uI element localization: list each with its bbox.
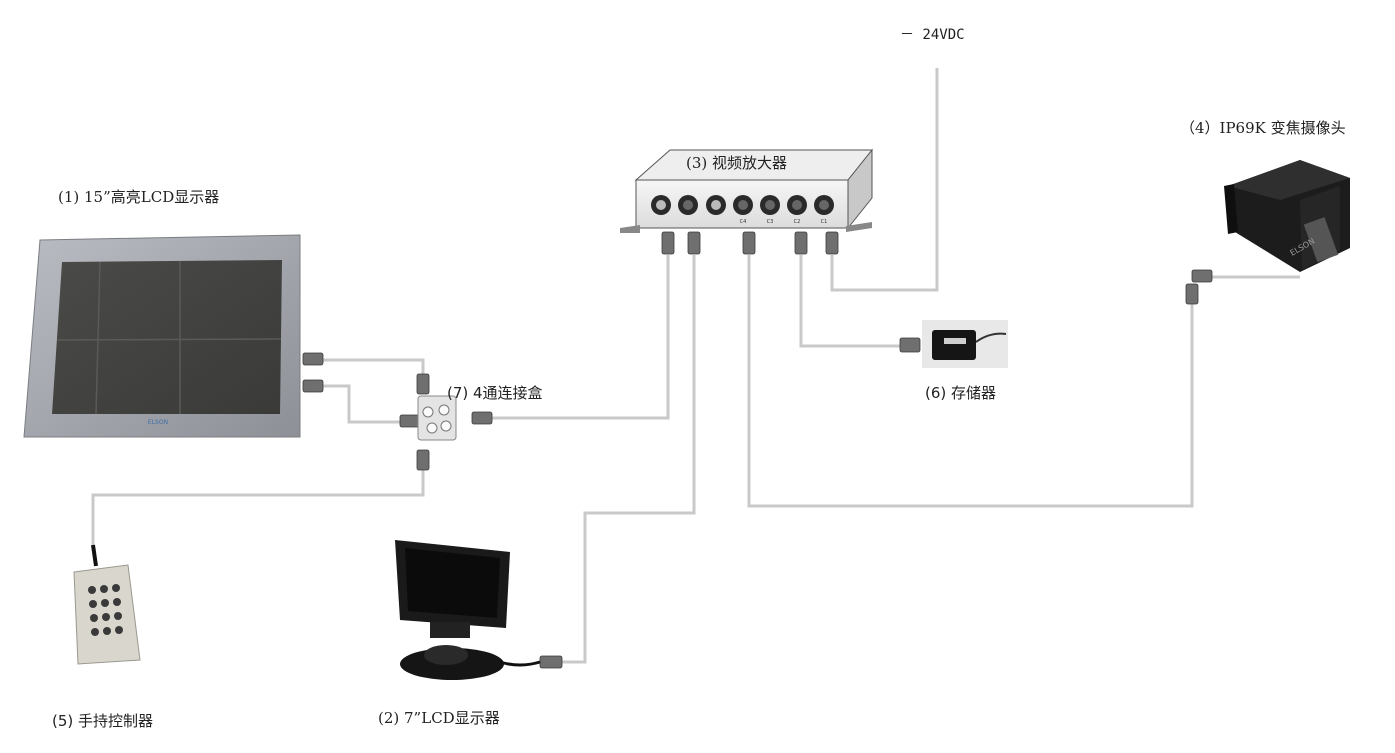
connector-plug: [687, 231, 701, 255]
amplifier-ports: [651, 195, 834, 215]
connector-plug: [416, 373, 430, 395]
storage-device: [922, 320, 1008, 368]
camera-label: （4）IP69K 变焦摄像头: [1180, 119, 1346, 137]
junction-box: [417, 395, 457, 441]
lcd15-cable-b: [320, 384, 402, 424]
monitor-logo: ELSON: [148, 419, 168, 426]
handheld-cable: [91, 452, 425, 545]
lcd7-label: (2) 7”LCD显示器: [378, 709, 500, 727]
lcd7-monitor: [395, 540, 541, 680]
lcd15-cable-a: [320, 358, 425, 380]
connector-plug: [794, 231, 808, 255]
storage-cable: [799, 255, 903, 348]
cables: [91, 68, 1300, 664]
connector-plug: [302, 379, 324, 393]
ip69k-camera: ELSON: [1224, 160, 1350, 272]
power-label: － 24VDC: [900, 27, 965, 43]
lcd15-label: (1) 15”高亮LCD显示器: [58, 188, 220, 206]
junction-label: (7) 4通连接盒: [447, 384, 543, 402]
video-amplifier: C4 C3 C2 C1: [620, 148, 874, 233]
connector-plug: [416, 449, 430, 471]
connector-plug: [399, 414, 421, 428]
port-label-c4: C4: [740, 219, 747, 225]
connector-plug: [742, 231, 756, 255]
connector-plug: [1191, 269, 1213, 283]
handheld-label: (5) 手持控制器: [52, 712, 154, 730]
power-cable: [830, 68, 939, 292]
connector-plug: [471, 411, 493, 425]
storage-label: (6) 存储器: [925, 384, 997, 402]
lcd7-cable: [560, 255, 696, 664]
port-label-c3: C3: [767, 219, 774, 225]
connectors: [302, 231, 1213, 669]
handheld-controller: [73, 544, 141, 665]
connector-plug: [302, 352, 324, 366]
connector-plug: [1185, 283, 1199, 305]
lcd15-monitor: ELSON: [23, 234, 301, 438]
amplifier-label: (3) 视频放大器: [686, 154, 788, 172]
junction-cable: [490, 255, 670, 420]
port-label-c1: C1: [821, 219, 828, 225]
connector-plug: [661, 231, 675, 255]
connector-plug: [825, 231, 839, 255]
camera-cable: [747, 255, 1194, 508]
connector-plug: [539, 655, 563, 669]
connector-plug: [899, 337, 921, 353]
port-label-c2: C2: [794, 219, 801, 225]
